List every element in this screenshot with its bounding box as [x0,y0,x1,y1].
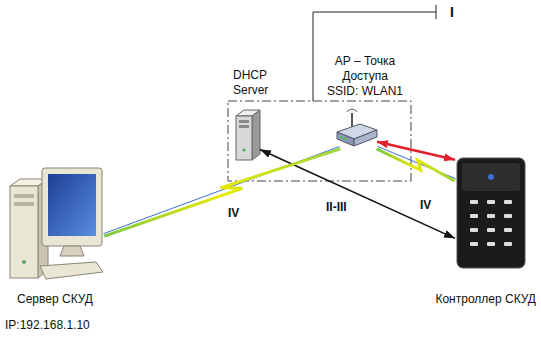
leader-tick [436,5,437,19]
key [504,200,512,204]
lightning-bolt [377,149,455,181]
node-label: Сервер СКУД [3,292,107,307]
node-label: SSID: WLAN1 [320,84,410,99]
monitor-frame [42,168,102,246]
router-led [340,136,342,138]
lightning-bolt [104,149,340,236]
power-button [22,260,26,264]
node-label: DHCP Server [233,68,279,98]
key [470,242,478,246]
key [470,228,478,232]
acs-server: Сервер СКУДIP:192.168.1.10 [8,165,104,280]
monitor-screen [48,174,96,236]
key [487,200,495,204]
keypad [470,200,512,246]
group-frame [228,101,411,181]
callout-number: I [450,4,454,20]
pc-tower-front [10,186,38,278]
connection-arrow [260,149,455,238]
arrow-line [260,149,455,238]
antenna [351,113,353,128]
keyboard [40,262,103,279]
monitor-stand [60,246,84,256]
key [487,228,495,232]
link-label: IV [418,198,433,212]
drive-slot [14,194,34,198]
router-front [337,132,354,146]
card-reader [462,163,520,191]
key [504,228,512,232]
wireless-link [103,147,340,236]
wireless-link [377,146,456,181]
access-point: AP – Точка ДоступаSSID: WLAN1 [335,112,377,148]
dhcp-server: DHCP Server [232,110,260,160]
reader-led [488,174,494,180]
key [504,214,512,218]
key [487,214,495,218]
router-side [354,130,377,146]
drive-bay [239,125,249,128]
drive-slot [14,202,34,206]
acs-controller: Контроллер СКУД [455,150,527,270]
server-front [236,116,252,160]
node-label: IP:192.168.1.10 [5,318,115,333]
key [487,242,495,246]
power-led [243,149,246,152]
controller-body [457,158,525,268]
leader-line [313,12,436,101]
drive-bay [239,120,249,123]
key [504,242,512,246]
link-label: IV [226,206,241,220]
node-label: AP – Точка Доступа [330,54,400,84]
server-side [252,110,260,160]
node-label: Контроллер СКУД [420,292,536,307]
wifi-wave [347,109,357,112]
key [470,214,478,218]
key [470,200,478,204]
link-label: II-III [324,200,349,214]
router-led [344,138,346,140]
